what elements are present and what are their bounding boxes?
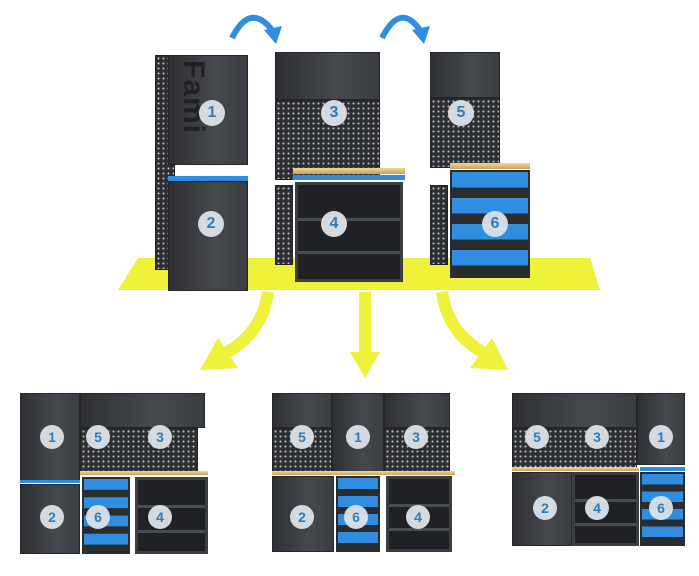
blue-strip [293, 175, 405, 180]
wall-cabinets [80, 393, 205, 428]
module-badge-4: 4 [406, 505, 430, 529]
blue-strip [168, 176, 248, 181]
blue-arrow-icon [379, 15, 423, 40]
yellow-arrow-right-icon [436, 290, 491, 361]
blue-strip [20, 480, 80, 483]
module-badge-5: 5 [448, 100, 474, 126]
rolling-cart-4 [572, 472, 639, 546]
module-badge-4: 4 [148, 505, 172, 529]
module-badge-2: 2 [290, 505, 314, 529]
blue-arrowhead-icon [412, 26, 430, 44]
rolling-cart-module-4 [295, 182, 403, 282]
module-badge-3: 3 [321, 100, 347, 126]
worktop [512, 467, 639, 471]
bin-cabinet-6 [336, 476, 380, 552]
worktop [293, 168, 405, 174]
module-badge-5: 5 [290, 425, 314, 449]
module-badge-6: 6 [482, 211, 508, 237]
module-badge-3: 3 [148, 425, 172, 449]
blue-strip [640, 467, 685, 471]
module-badge-2: 2 [40, 505, 64, 529]
module-badge-1: 1 [199, 100, 225, 126]
worktop [272, 471, 455, 475]
module-badge-1: 1 [649, 425, 673, 449]
module-badge-6: 6 [344, 505, 368, 529]
blue-arrowhead-icon [264, 26, 282, 44]
module-badge-6: 6 [86, 505, 110, 529]
module-badge-4: 4 [321, 211, 347, 237]
pegboard-5 [272, 428, 332, 472]
module-badge-5: 5 [86, 425, 110, 449]
module-badge-4: 4 [585, 496, 609, 520]
module-badge-5: 5 [525, 425, 549, 449]
yellow-arrowhead-icon [470, 338, 508, 370]
wall-cabinets [512, 393, 637, 428]
yellow-arrow-left-icon [219, 290, 274, 361]
yellow-arrowhead-icon [200, 338, 238, 370]
side-pegboard-panel [275, 185, 293, 265]
module-badge-3: 3 [585, 425, 609, 449]
wall-cabinet-5 [272, 393, 332, 428]
worktop [450, 163, 530, 169]
blue-arrow-icon [229, 14, 275, 40]
module-badge-2: 2 [198, 211, 224, 237]
module-badge-1: 1 [40, 425, 64, 449]
module-badge-1: 1 [346, 425, 370, 449]
worktop [80, 471, 208, 475]
wall-cabinet-3 [384, 393, 450, 428]
side-pegboard-panel [430, 185, 448, 265]
wall-cabinet-module-5 [430, 52, 500, 98]
module-badge-6: 6 [649, 496, 673, 520]
module-badge-2: 2 [533, 496, 557, 520]
wall-cabinet-module-3 [275, 52, 380, 100]
module-badge-3: 3 [404, 425, 428, 449]
yellow-arrowhead-icon [350, 352, 380, 378]
